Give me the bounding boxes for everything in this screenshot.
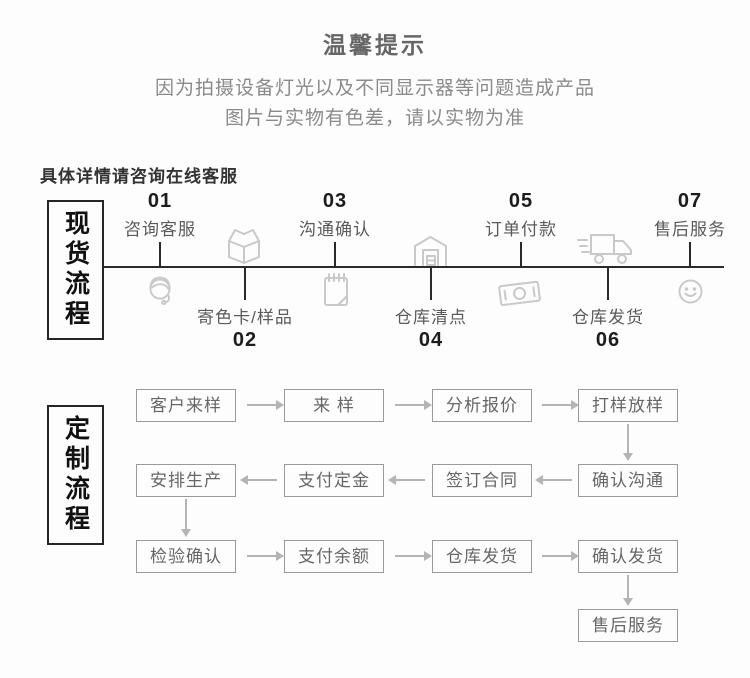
arrow-right-icon <box>395 551 432 561</box>
sample-box-icon <box>221 225 268 266</box>
stock-step-06: 仓库发货 06 <box>538 301 678 352</box>
stock-process-label: 现货流程 <box>47 200 104 340</box>
step-label: 售后服务 <box>654 220 726 239</box>
flow-box-pay-balance: 支付余额 <box>284 540 384 573</box>
step-label: 寄色卡/样品 <box>197 308 293 327</box>
step-number: 06 <box>595 329 621 351</box>
timeline-tick <box>244 268 246 300</box>
flow-box-confirm-communication: 确认沟通 <box>578 464 678 497</box>
step-label: 仓库清点 <box>395 308 467 327</box>
consult-note: 具体详情请咨询在线客服 <box>40 167 238 186</box>
flow-box-confirm-shipment: 确认发货 <box>578 540 678 573</box>
step-number: 04 <box>418 329 444 351</box>
flow-box-proofing: 打样放样 <box>578 389 678 422</box>
flow-box-inspection-confirm: 检验确认 <box>136 540 236 573</box>
arrow-right-icon <box>542 551 579 561</box>
timeline-tick <box>159 242 161 266</box>
arrow-down-icon <box>623 575 633 606</box>
notice-line-2: 图片与实物有色差，请以实物为准 <box>224 108 525 129</box>
arrow-down-icon <box>623 424 633 461</box>
notice-body: 因为拍摄设备灯光以及不同显示器等问题造成产品 图片与实物有色差，请以实物为准 <box>0 74 750 134</box>
flow-box-customer-sample: 客户来样 <box>136 389 236 422</box>
delivery-truck-icon <box>576 227 635 268</box>
stock-step-01: 01 咨询客服 <box>100 190 220 240</box>
timeline-tick <box>689 242 691 266</box>
step-number: 05 <box>508 190 534 212</box>
arrow-right-icon <box>247 400 284 410</box>
step-label: 仓库发货 <box>572 308 644 327</box>
arrow-left-icon <box>388 475 425 485</box>
stock-step-02: 寄色卡/样品 02 <box>175 301 315 352</box>
customer-service-icon <box>141 272 179 310</box>
custom-process-label: 定制流程 <box>47 405 104 545</box>
notepad-icon <box>319 271 353 309</box>
flow-box-warehouse-ship: 仓库发货 <box>432 540 532 573</box>
timeline-tick <box>520 242 522 266</box>
notice-line-1: 因为拍摄设备灯光以及不同显示器等问题造成产品 <box>154 78 595 99</box>
smiley-icon <box>677 278 704 305</box>
timeline-tick <box>334 242 336 266</box>
timeline-tick <box>430 268 432 300</box>
flow-box-after-sales: 售后服务 <box>578 609 678 642</box>
step-number: 01 <box>147 190 173 212</box>
step-number: 03 <box>322 190 348 212</box>
timeline-tick <box>607 268 609 300</box>
step-label: 咨询客服 <box>124 220 196 239</box>
step-number: 07 <box>677 190 703 212</box>
stock-step-07: 07 售后服务 <box>630 190 750 240</box>
arrow-left-icon <box>240 475 277 485</box>
step-number: 02 <box>232 329 258 351</box>
flow-box-pay-deposit: 支付定金 <box>284 464 384 497</box>
stock-step-04: 仓库清点 04 <box>361 301 501 352</box>
arrow-right-icon <box>542 400 579 410</box>
flow-box-incoming-sample: 来 样 <box>284 389 384 422</box>
flow-box-sign-contract: 签订合同 <box>432 464 532 497</box>
arrow-right-icon <box>247 551 284 561</box>
payment-cash-icon <box>494 276 545 311</box>
timeline-axis <box>104 266 724 268</box>
step-label: 沟通确认 <box>299 220 371 239</box>
step-label: 订单付款 <box>485 220 557 239</box>
arrow-right-icon <box>395 400 432 410</box>
arrow-down-icon <box>181 499 191 537</box>
warehouse-icon <box>410 233 451 267</box>
flow-box-arrange-production: 安排生产 <box>136 464 236 497</box>
arrow-left-icon <box>535 475 572 485</box>
stock-step-03: 03 沟通确认 <box>275 190 395 240</box>
flow-box-analysis-quote: 分析报价 <box>432 389 532 422</box>
stock-step-05: 05 订单付款 <box>461 190 581 240</box>
notice-title: 温馨提示 <box>323 32 427 58</box>
